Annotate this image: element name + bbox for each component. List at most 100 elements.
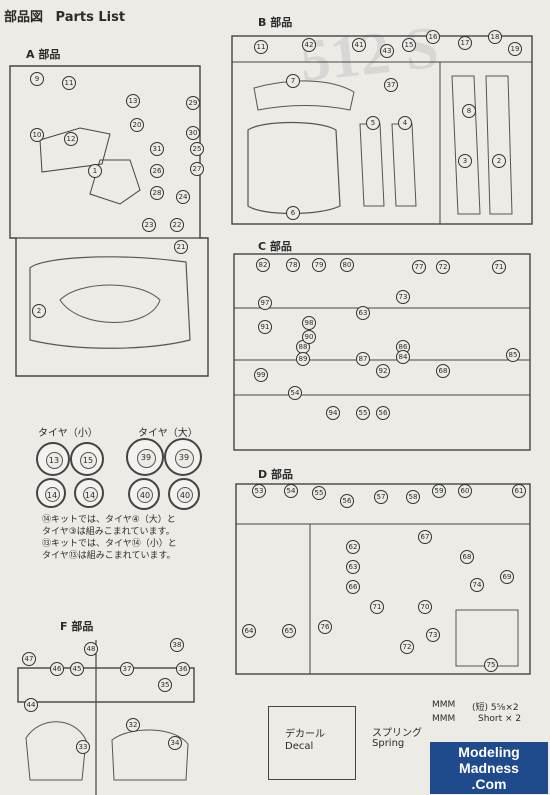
part-number: 75 xyxy=(484,658,498,672)
tire-alt-large: 40 xyxy=(168,478,200,510)
part-number: 66 xyxy=(346,580,360,594)
part-number: 61 xyxy=(512,484,526,498)
decal-label-jp: デカール xyxy=(285,729,325,740)
part-number: 16 xyxy=(426,30,440,44)
part-number: 62 xyxy=(346,540,360,554)
part-number: 60 xyxy=(458,484,472,498)
tire-small-front: 13 xyxy=(36,442,70,476)
part-number: 20 xyxy=(130,118,144,132)
modeling-madness-logo: Modeling Madness .Com xyxy=(430,742,548,794)
logo-line: Madness xyxy=(459,760,519,776)
part-number: 27 xyxy=(190,162,204,176)
part-number: 10 xyxy=(30,128,44,142)
tire-alt-large: 40 xyxy=(128,478,160,510)
part-number: 55 xyxy=(356,406,370,420)
part-number: 19 xyxy=(508,42,522,56)
part-number: 68 xyxy=(436,364,450,378)
tire-number: 40 xyxy=(177,487,193,503)
tire-large-label: タイヤ（大） xyxy=(138,428,198,439)
spring-icon: MMM xyxy=(432,714,456,724)
part-number: 37 xyxy=(384,78,398,92)
part-number: 53 xyxy=(252,484,266,498)
part-number: 17 xyxy=(458,36,472,50)
tire-small-rear: 15 xyxy=(70,442,104,476)
part-number: 77 xyxy=(412,260,426,274)
tire-note-line: タイヤ③は組みこまれています。 xyxy=(42,527,175,537)
tire-number: 15 xyxy=(79,451,97,469)
part-number: 68 xyxy=(460,550,474,564)
part-number: 80 xyxy=(340,258,354,272)
part-number: 47 xyxy=(22,652,36,666)
part-number: 64 xyxy=(242,624,256,638)
part-number: 32 xyxy=(126,718,140,732)
section-a-label: A 部品 xyxy=(26,48,61,61)
part-number: 31 xyxy=(150,142,164,156)
spring-icon: MMM xyxy=(432,700,456,710)
tire-number: 14 xyxy=(44,486,60,502)
tire-large-front: 39 xyxy=(126,438,164,476)
part-number: 29 xyxy=(186,96,200,110)
part-number: 5 xyxy=(366,116,380,130)
part-number: 45 xyxy=(70,662,84,676)
spring-short-en: Short × 2 xyxy=(478,714,522,724)
part-number: 28 xyxy=(150,186,164,200)
part-number: 67 xyxy=(418,530,432,544)
part-number: 3 xyxy=(458,154,472,168)
part-number: 2 xyxy=(32,304,46,318)
part-number: 97 xyxy=(258,296,272,310)
part-number: 56 xyxy=(340,494,354,508)
part-number: 11 xyxy=(62,76,76,90)
part-number: 84 xyxy=(396,350,410,364)
tire-small-label: タイヤ（小） xyxy=(38,428,98,439)
tire-large-rear: 39 xyxy=(164,438,202,476)
part-number: 38 xyxy=(170,638,184,652)
part-number: 99 xyxy=(254,368,268,382)
section-b-label: B 部品 xyxy=(258,16,293,29)
part-number: 79 xyxy=(312,258,326,272)
spring-short-note: (短) 5⅝×2 xyxy=(472,703,519,713)
title-jp: 部品図 xyxy=(4,10,44,25)
part-number: 89 xyxy=(296,352,310,366)
part-number: 44 xyxy=(24,698,38,712)
part-number: 1 xyxy=(88,164,102,178)
section-c-label: C 部品 xyxy=(258,240,292,253)
part-number: 18 xyxy=(488,30,502,44)
tire-number: 39 xyxy=(174,448,194,468)
part-number: 98 xyxy=(302,316,316,330)
part-number: 74 xyxy=(470,578,484,592)
part-number: 78 xyxy=(286,258,300,272)
part-number: 26 xyxy=(150,164,164,178)
part-number: 21 xyxy=(174,240,188,254)
part-number: 70 xyxy=(418,600,432,614)
part-number: 13 xyxy=(126,94,140,108)
part-number: 63 xyxy=(356,306,370,320)
part-number: 69 xyxy=(500,570,514,584)
part-number: 72 xyxy=(436,260,450,274)
part-number: 54 xyxy=(288,386,302,400)
tire-note-line: ⑬キットでは、タイヤ⑭（小）と xyxy=(42,539,177,549)
part-number: 71 xyxy=(370,600,384,614)
part-number: 15 xyxy=(402,38,416,52)
part-number: 72 xyxy=(400,640,414,654)
part-number: 33 xyxy=(76,740,90,754)
part-number: 92 xyxy=(376,364,390,378)
part-number: 85 xyxy=(506,348,520,362)
part-number: 4 xyxy=(398,116,412,130)
spring-label-en: Spring xyxy=(372,738,405,749)
part-number: 9 xyxy=(30,72,44,86)
part-number: 63 xyxy=(346,560,360,574)
section-d-label: D 部品 xyxy=(258,468,293,481)
part-number: 22 xyxy=(170,218,184,232)
part-number: 73 xyxy=(426,628,440,642)
part-number: 65 xyxy=(282,624,296,638)
part-number: 46 xyxy=(50,662,64,676)
part-number: 35 xyxy=(158,678,172,692)
part-number: 42 xyxy=(302,38,316,52)
tire-alt-small: 14 xyxy=(36,478,66,508)
part-number: 7 xyxy=(286,74,300,88)
logo-line: .Com xyxy=(471,776,507,792)
part-number: 23 xyxy=(142,218,156,232)
part-number: 37 xyxy=(120,662,134,676)
part-number: 56 xyxy=(376,406,390,420)
